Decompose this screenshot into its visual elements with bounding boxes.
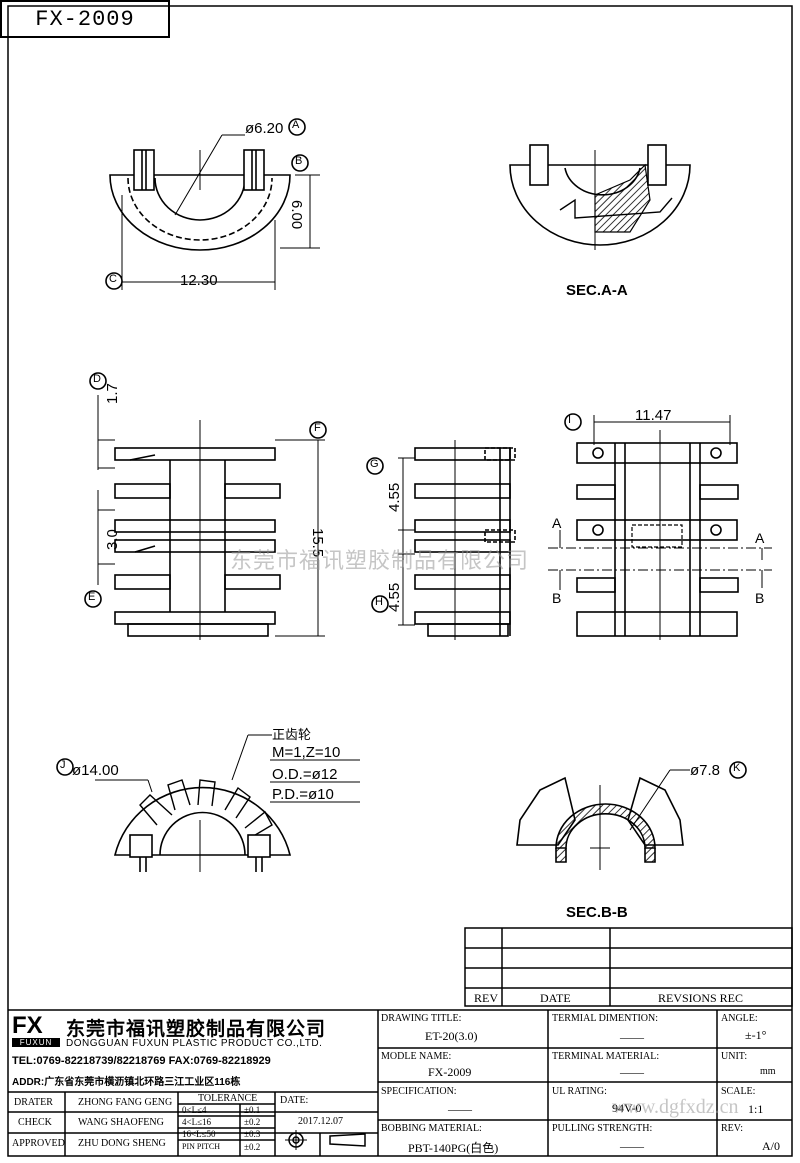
logo-text: FX xyxy=(12,1012,43,1039)
spec-value: —— xyxy=(448,1102,472,1116)
sec-bb-view xyxy=(516,761,747,870)
scale-value: 1:1 xyxy=(748,1102,764,1116)
company-name-cn: 东莞市福讯塑胶制品有限公司 xyxy=(66,1018,327,1040)
rev-col-header: REV xyxy=(474,991,498,1005)
top-view xyxy=(105,118,320,290)
role-check: CHECK xyxy=(18,1117,52,1128)
material-label: BOBBING MATERIAL: xyxy=(381,1123,482,1134)
tol-range-2: 16<L≤50 xyxy=(182,1129,216,1139)
scale-label: SCALE: xyxy=(721,1086,756,1097)
label-j: J xyxy=(60,759,66,771)
name-approved: ZHU DONG SHENG xyxy=(78,1138,166,1149)
label-h: H xyxy=(375,596,383,608)
date-value: 2017.12.07 xyxy=(298,1116,343,1127)
dim-b-text: 6.00 xyxy=(288,200,305,230)
dim-j-text: ø14.00 xyxy=(72,762,119,779)
label-i: I xyxy=(568,414,572,426)
spec-label: SPECIFICATION: xyxy=(381,1086,457,1097)
gear-note-pd: P.D.=ø10 xyxy=(272,786,334,803)
drawing-title-value: ET-20(3.0) xyxy=(425,1029,478,1043)
company-name-en: DONGGUAN FUXUN PLASTIC PRODUCT CO.,LTD. xyxy=(66,1038,323,1049)
tol-value-3: ±0.2 xyxy=(244,1142,261,1152)
rev-value: A/0 xyxy=(762,1139,780,1153)
side-view xyxy=(366,440,516,640)
dim-h-text: 4.55 xyxy=(386,582,403,612)
dim-a-text: ø6.20 xyxy=(245,120,284,137)
model-label: MODLE NAME: xyxy=(381,1051,452,1062)
right-view xyxy=(548,413,772,640)
label-g: G xyxy=(370,458,379,470)
gear-note-title: 正齿轮 xyxy=(272,727,312,742)
dim-g-text: 4.55 xyxy=(386,482,403,512)
front-view xyxy=(84,372,327,640)
gear-note-m: M=1,Z=10 xyxy=(272,744,341,761)
term-dim-value: —— xyxy=(620,1030,644,1044)
sec-arrow-b-left: B xyxy=(552,590,562,606)
sec-arrow-a-left: A xyxy=(552,515,562,531)
label-f: F xyxy=(314,422,321,434)
label-c: C xyxy=(109,273,117,285)
date-label: DATE: xyxy=(280,1095,309,1106)
role-approved: APPROVED xyxy=(12,1138,65,1149)
label-d: D xyxy=(93,373,101,385)
term-mat-value: —— xyxy=(620,1065,644,1079)
name-drater: ZHONG FANG GENG xyxy=(78,1097,173,1108)
gear-note-od: O.D.=ø12 xyxy=(272,766,338,783)
tol-value-1: ±0.2 xyxy=(244,1117,261,1127)
role-drater: DRATER xyxy=(14,1097,53,1108)
drawing-title-label: DRAWING TITLE: xyxy=(381,1013,462,1024)
tolerance-title: TOLERANCE xyxy=(198,1093,258,1104)
unit-value: mm xyxy=(760,1066,776,1077)
dim-c-text: 12.30 xyxy=(180,272,218,289)
ul-value: 94V-0 xyxy=(612,1101,642,1115)
rev-label: REV: xyxy=(721,1123,744,1134)
label-b: B xyxy=(295,155,303,167)
company-addr: ADDR:广东省东莞市横沥镇北环路三江工业区116栋 xyxy=(12,1077,241,1088)
tol-value-2: ±0.3 xyxy=(244,1129,261,1139)
sec-bb-caption: SEC.B-B xyxy=(566,904,628,921)
dim-d-text: 1.7 xyxy=(104,383,121,404)
sec-aa-view xyxy=(509,144,691,250)
logo-sub: FUXUN xyxy=(12,1038,60,1047)
angle-value: ±-1° xyxy=(745,1028,767,1042)
rec-col-header: REVSIONS REC xyxy=(658,991,744,1005)
tol-value-0: ±0.1 xyxy=(244,1105,261,1115)
date-col-header: DATE xyxy=(540,991,571,1005)
revision-table xyxy=(464,927,793,1007)
dim-e-text: 3.0 xyxy=(104,529,121,550)
label-e: E xyxy=(88,591,96,603)
watermark-url: www.dgfxdz.cn xyxy=(612,1096,739,1118)
tol-range-1: 4<L≤16 xyxy=(182,1117,212,1127)
company-tel: TEL:0769-82218739/82218769 FAX:0769-8221… xyxy=(12,1055,271,1067)
unit-label: UNIT: xyxy=(721,1051,748,1062)
ul-label: UL RATING: xyxy=(552,1086,607,1097)
tol-range-3: PIN PITCH xyxy=(182,1142,221,1151)
gear-view xyxy=(56,734,360,872)
term-mat-label: TERMINAL MATERIAL: xyxy=(552,1051,660,1062)
model-value: FX-2009 xyxy=(428,1065,472,1079)
drawing-frame xyxy=(7,5,793,1157)
label-k: K xyxy=(733,762,741,774)
pull-label: PULLING STRENGTH: xyxy=(552,1123,653,1134)
dim-k-text: ø7.8 xyxy=(690,762,721,779)
material-value: PBT-140PG(白色) xyxy=(408,1141,499,1155)
sec-arrow-a-right: A xyxy=(755,530,765,546)
label-a: A xyxy=(292,119,300,131)
sec-aa-caption: SEC.A-A xyxy=(566,282,628,299)
title-block xyxy=(8,1009,792,1156)
sec-arrow-b-right: B xyxy=(755,590,765,606)
tol-range-0: 0<L≤4 xyxy=(182,1105,207,1115)
company-logo: FX FUXUN xyxy=(12,1014,60,1050)
dim-i-text: 11.47 xyxy=(635,407,672,424)
watermark-cn: 东莞市福讯塑胶制品有限公司 xyxy=(230,549,530,574)
term-dim-label: TERMIAL DIMENTION: xyxy=(552,1013,659,1024)
angle-label: ANGLE: xyxy=(721,1013,758,1024)
pull-value: —— xyxy=(620,1139,644,1153)
name-check: WANG SHAOFENG xyxy=(78,1117,164,1128)
